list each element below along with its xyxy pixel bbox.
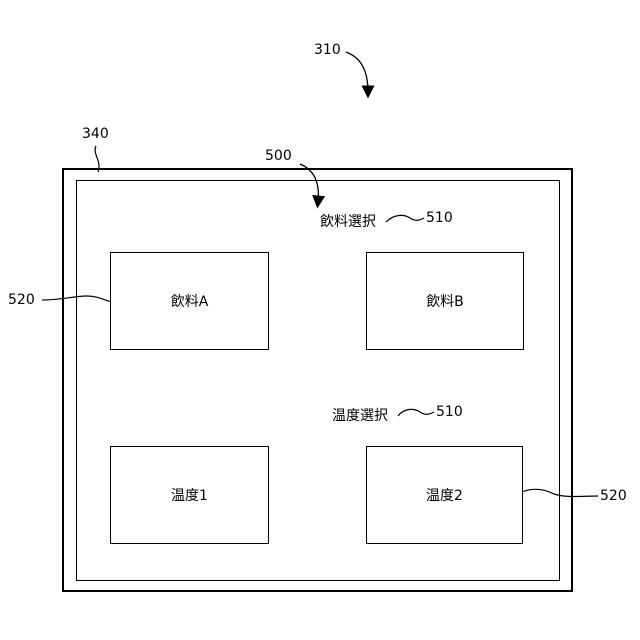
screen-ref-label: 340 [82,126,109,142]
ui-ref-label: 500 [265,148,292,164]
drink-a-label: 飲料A [171,291,209,311]
drink-a-button[interactable]: 飲料A [110,252,269,350]
screen-ref-leader [95,146,99,172]
temperature-selection-title: 温度選択 [332,408,388,424]
left-button-ref-label: 520 [8,292,35,308]
temp-title-ref-label: 510 [436,404,463,420]
drink-title-ref-label: 510 [426,210,453,226]
drink-b-label: 飲料B [426,291,464,311]
temperature-2-label: 温度2 [426,485,463,505]
ui-ref-arrow [300,164,318,202]
temp-title-leader [398,409,434,416]
temperature-1-label: 温度1 [171,485,208,505]
device-ref-label: 310 [314,42,341,58]
right-button-ref-label: 520 [600,488,627,504]
temperature-1-button[interactable]: 温度1 [110,446,269,544]
temperature-2-button[interactable]: 温度2 [366,446,523,544]
drink-selection-title: 飲料選択 [320,214,376,230]
drink-b-button[interactable]: 飲料B [366,252,524,350]
device-ref-arrow [346,52,368,92]
drink-title-leader [386,215,424,222]
left-button-leader [42,296,112,302]
right-button-leader [522,489,598,496]
